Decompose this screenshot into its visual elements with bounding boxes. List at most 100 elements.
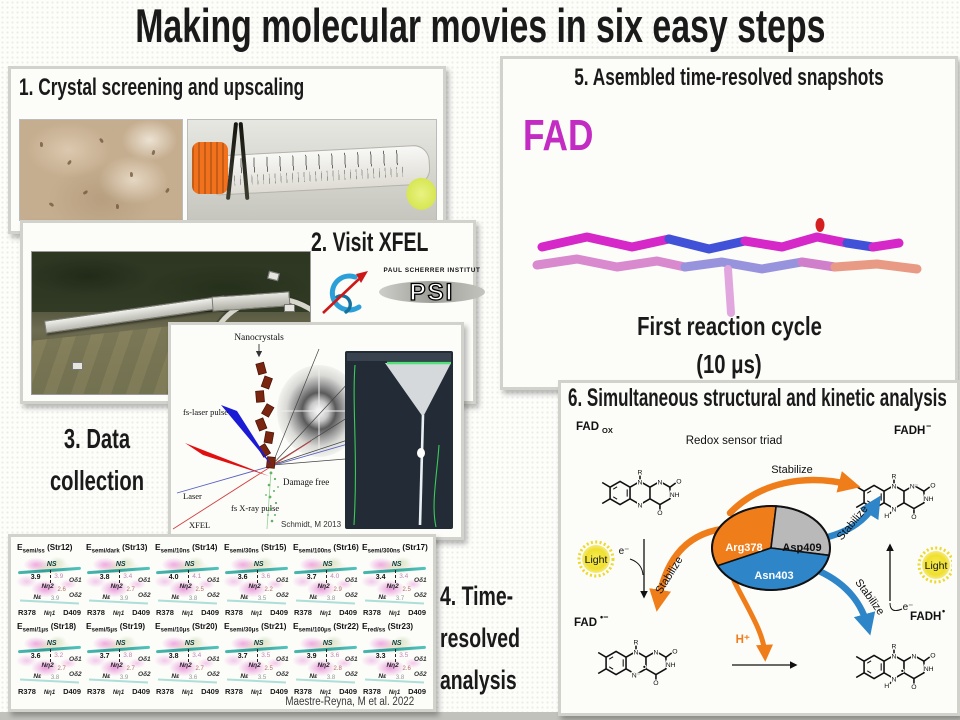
- map-subscript: semi/5μs: [91, 627, 118, 634]
- fs-xray-pulse-shape: [185, 443, 269, 476]
- fad-ox-label: FAD: [576, 421, 599, 433]
- distance-2: 3.5: [399, 651, 409, 659]
- small-building: [72, 362, 83, 370]
- atom-n10: N: [892, 654, 897, 661]
- protein-strand-lower: [365, 678, 424, 684]
- map-title: Esemi/30ns (Str15): [224, 542, 286, 555]
- od2-label: Oδ2: [69, 592, 82, 600]
- distance-1: 3.9: [30, 573, 41, 581]
- panel1-heading: 1. Crystal screening and upscaling: [19, 74, 305, 101]
- atom-n5: N: [892, 677, 897, 684]
- electron-right-label: e⁻: [903, 602, 914, 613]
- fs-laser-pulse-shape: [221, 405, 272, 466]
- fad-radical-sup: •−: [600, 612, 608, 622]
- od2-label: Oδ2: [207, 592, 220, 600]
- damage-free-label: Damage free: [283, 477, 329, 487]
- distance-1: 3.8: [99, 573, 110, 581]
- fad-stick-model: [532, 218, 922, 317]
- back-conformer: [532, 254, 922, 274]
- structure-id: (Str13): [122, 543, 148, 552]
- atom-n1: N: [653, 650, 658, 657]
- map-title: Esemi/100ns (Str16): [293, 542, 359, 555]
- map-subscript: semi/30ns: [229, 548, 259, 555]
- ne-label: Nε: [240, 593, 249, 601]
- ns-label: NS: [184, 639, 195, 647]
- electron-density-map: NS 3.8 3.4 Nη2 Oδ1 2.7 Oδ2 3.9 Nε R378 N…: [85, 553, 152, 618]
- distance-2: 3.2: [54, 651, 64, 659]
- distance-dash: [394, 648, 396, 662]
- distance-dash: [187, 648, 189, 662]
- distance-2: 3.6: [330, 651, 340, 659]
- atom-o-top: O: [676, 479, 681, 486]
- density-map-cell: Esemi/100μs (Str22) NS 3.9 3.6 Nη2 Oδ1 2…: [292, 621, 359, 697]
- map-subscript: semi/100μs: [298, 627, 332, 634]
- distance-dash: [256, 648, 258, 662]
- od2-label: Oδ2: [276, 592, 289, 600]
- atom-nh: NH: [670, 492, 680, 499]
- distance-1: 3.8: [168, 652, 179, 660]
- atom-r: R: [892, 644, 897, 651]
- distance-2: 3.5: [261, 651, 271, 659]
- nh2-label: Nη2: [179, 661, 192, 669]
- tube-yellow-sample: [405, 177, 436, 211]
- panel-kinetic-analysis: 6. Simultaneous structural and kinetic a…: [558, 380, 960, 716]
- map-subscript: semi/30μs: [229, 627, 259, 634]
- ns-label: NS: [391, 560, 402, 568]
- r378-label: R378: [87, 608, 105, 617]
- laser-label: Laser: [183, 491, 202, 501]
- light-left: Light: [577, 540, 615, 578]
- distance-4: 3.8: [188, 595, 198, 602]
- r378-label: R378: [156, 687, 174, 696]
- od2-label: Oδ2: [345, 671, 358, 679]
- r378-label: R378: [225, 687, 243, 696]
- d409-label: D409: [339, 608, 357, 617]
- atom-h: H: [884, 513, 889, 520]
- slide-bottom-edge: [0, 712, 960, 720]
- crystal-speck: [151, 149, 156, 156]
- distance-4: 3.5: [257, 674, 267, 681]
- atom-n10: N: [892, 484, 897, 491]
- distance-3: 2.5: [402, 586, 411, 593]
- d409-label: D409: [63, 687, 81, 696]
- label4-line3: analysis: [440, 664, 517, 695]
- map-row-1: Esemi/ss (Str12) NS 3.9 3.9 Nη2 Oδ1 2.6 …: [16, 542, 428, 618]
- structure-id: (Str19): [119, 622, 146, 631]
- distance-1: 4.0: [168, 573, 179, 581]
- atom-o-bottom: O: [657, 510, 662, 517]
- distance-4: 3.8: [326, 674, 336, 681]
- nh1-label: Nη1: [181, 690, 194, 696]
- nh2-label: Nη2: [317, 582, 330, 590]
- atom-n1-minus: N⁻: [910, 484, 919, 491]
- protein-strand-lower: [158, 678, 217, 684]
- blue-stabilize-arrow-topright: [820, 495, 881, 542]
- sacla-red-arrow: [322, 278, 360, 314]
- protein-strand-lower: [158, 599, 217, 605]
- e-symbol: E: [17, 542, 23, 552]
- structure-id: (Str12): [47, 543, 73, 552]
- distance-2: 3.4: [192, 651, 202, 659]
- caption-line2: (10 μs): [696, 349, 762, 379]
- d409-label: D409: [132, 687, 150, 696]
- ns-label: NS: [391, 639, 402, 647]
- od2-label: Oδ2: [276, 671, 289, 679]
- ne-label: Nε: [102, 672, 111, 680]
- label4-line1: 4. Time-: [440, 581, 514, 611]
- residue-row: R378 Nη1 D409: [225, 687, 288, 696]
- nh1-label: Nη1: [319, 611, 332, 617]
- map-title: Esemi/30μs (Str21): [224, 621, 286, 634]
- atom-n1: N: [911, 654, 916, 661]
- residue-row: R378 Nη1 D409: [294, 687, 357, 696]
- panel-data-collection: Nanocrystals fs-laser pulse Laser XFEL f…: [168, 322, 464, 540]
- psi-lens: PSI: [379, 277, 485, 307]
- fad-radical-label: FAD: [574, 617, 597, 629]
- psi-wordmark-svg: PSI: [409, 278, 453, 306]
- ne-label: Nε: [33, 672, 42, 680]
- r378-label: R378: [18, 687, 36, 696]
- ns-label: NS: [46, 639, 57, 647]
- atom-nh: NH: [666, 662, 676, 669]
- crystal-speck: [130, 172, 133, 177]
- r378-label: R378: [225, 608, 243, 617]
- redox-scheme: FAD OX FADH − FAD •− FADH • Redox sensor…: [574, 421, 952, 692]
- e-symbol: E: [86, 621, 92, 631]
- distance-dash: [49, 648, 51, 662]
